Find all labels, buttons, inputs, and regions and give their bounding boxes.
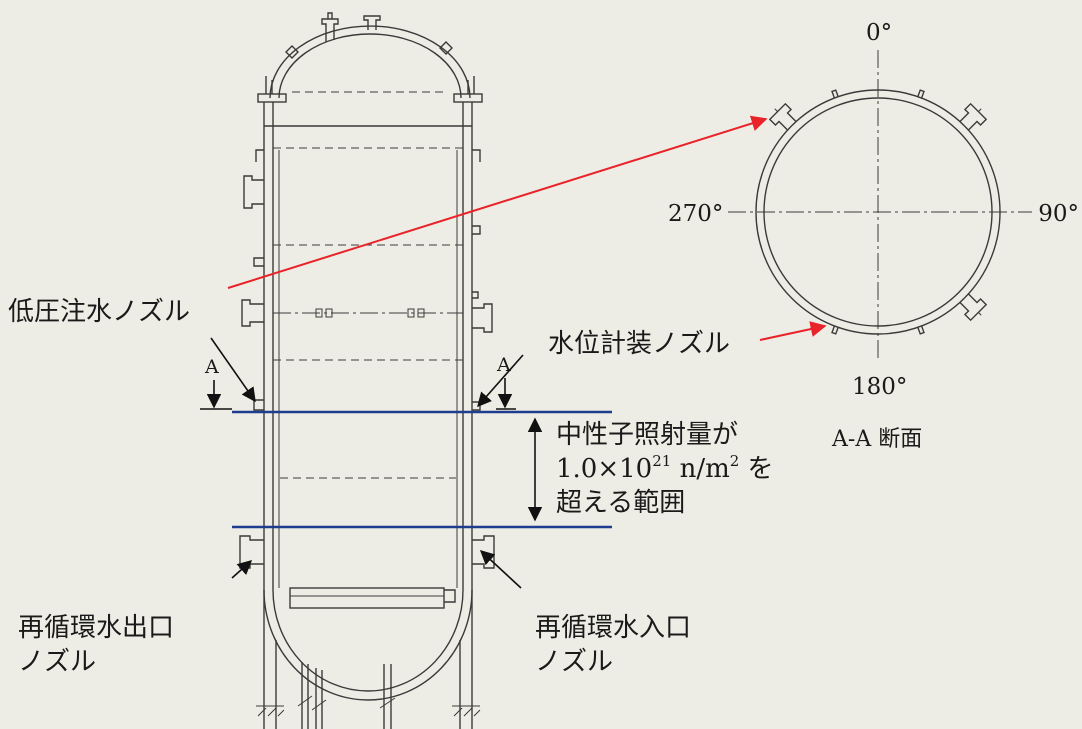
sparger-hole-3 — [407, 308, 415, 318]
crd-housing-3 — [383, 664, 392, 729]
crd-housing-1 — [301, 662, 309, 729]
section-mark-right: A — [496, 354, 511, 376]
head-spray-nozzle — [363, 15, 381, 30]
low-pressure-injection-nozzle-label: 低圧注水ノズル — [8, 297, 190, 327]
head-vent-knob — [327, 12, 333, 19]
right-small-stub — [472, 291, 479, 299]
recirc-outlet-nozzle-shape — [239, 535, 264, 569]
angle-270-label: 270° — [668, 201, 723, 227]
recirc-outlet-label-line2: ノズル — [18, 647, 96, 677]
right-instrument-stub — [472, 225, 481, 235]
bottom-head-inner — [272, 589, 464, 692]
section-mark-left: A — [204, 356, 219, 378]
section-vessel-outer-ring — [755, 89, 1001, 335]
fluence-unit-exponent: 2 — [730, 452, 740, 470]
left-upper-nozzle — [243, 175, 264, 209]
section-stub-340 — [831, 89, 839, 99]
leader-right-diagonal — [477, 354, 524, 408]
recirc-inlet-label-line1: 再循環水入口 — [535, 613, 691, 643]
fluence-mantissa: 1.0×10 — [556, 454, 652, 484]
section-level-stub-160 — [917, 325, 925, 335]
head-flange-left — [257, 93, 287, 103]
section-nozzle-45 — [959, 102, 988, 131]
section-title: A-A 断面 — [831, 427, 922, 452]
fluence-label-line2: 1.0×1021 n/m2 を — [556, 452, 774, 484]
section-stub-20 — [917, 89, 925, 99]
flange-bolt-left — [265, 76, 273, 94]
level-nozzle-red-arrow — [759, 321, 827, 341]
head-vent-nozzle — [321, 18, 339, 42]
head-lug-left — [285, 45, 299, 59]
section-vessel-inner-ring — [763, 97, 993, 327]
fluence-exponent: 21 — [652, 452, 671, 470]
section-nozzle-135 — [959, 293, 988, 322]
core-support-plate — [289, 587, 445, 609]
recirc-inlet-leader — [479, 550, 522, 589]
crd-housing-2 — [315, 668, 323, 729]
level-instrument-nozzle-label: 水位計装ノズル — [548, 329, 730, 359]
left-level-stub — [253, 399, 264, 411]
recirc-inlet-label-line2: ノズル — [535, 647, 613, 677]
top-head-outer — [269, 25, 471, 99]
shell-bracket-right — [472, 149, 481, 162]
low-pressure-nozzle-red-arrow — [227, 115, 768, 289]
recirc-outlet-label-line1: 再循環水出口 — [18, 613, 174, 643]
fluence-particle: を — [739, 454, 773, 484]
section-nozzle-315 — [768, 102, 797, 131]
sparger-hole-1 — [315, 308, 323, 318]
shell-bracket-left — [255, 149, 264, 162]
fluence-unit: n/m — [671, 454, 729, 484]
bottom-head-outer — [263, 589, 473, 701]
section-view-a-a: 0° 270° 90° 180° A-A 断面 — [668, 20, 1079, 452]
core-support-bracket — [444, 589, 456, 603]
angle-180-label: 180° — [852, 374, 907, 400]
crd-hatch-marks — [297, 695, 396, 711]
skirt-right-base — [452, 705, 481, 717]
leader-left-diagonal — [210, 337, 256, 403]
fluence-label-line3: 超える範囲 — [556, 488, 685, 518]
reactor-vessel-elevation — [239, 12, 495, 729]
right-low-pressure-injection-nozzle — [472, 303, 493, 333]
head-lug-right — [439, 41, 453, 55]
flange-bolt-right — [467, 76, 475, 94]
sparger-hole-2 — [325, 308, 333, 318]
skirt-left-base — [256, 705, 285, 717]
section-level-stub-200 — [831, 325, 839, 335]
left-instrument-stub — [253, 257, 264, 267]
top-head-inner — [278, 33, 462, 99]
recirc-outlet-leader — [231, 560, 253, 579]
angle-90-label: 90° — [1038, 201, 1079, 227]
angle-0-label: 0° — [866, 20, 892, 46]
head-flange-right — [453, 93, 483, 103]
fluence-label-line1: 中性子照射量が — [556, 420, 738, 450]
left-low-pressure-injection-nozzle — [241, 299, 264, 327]
sparger-hole-4 — [417, 308, 425, 318]
